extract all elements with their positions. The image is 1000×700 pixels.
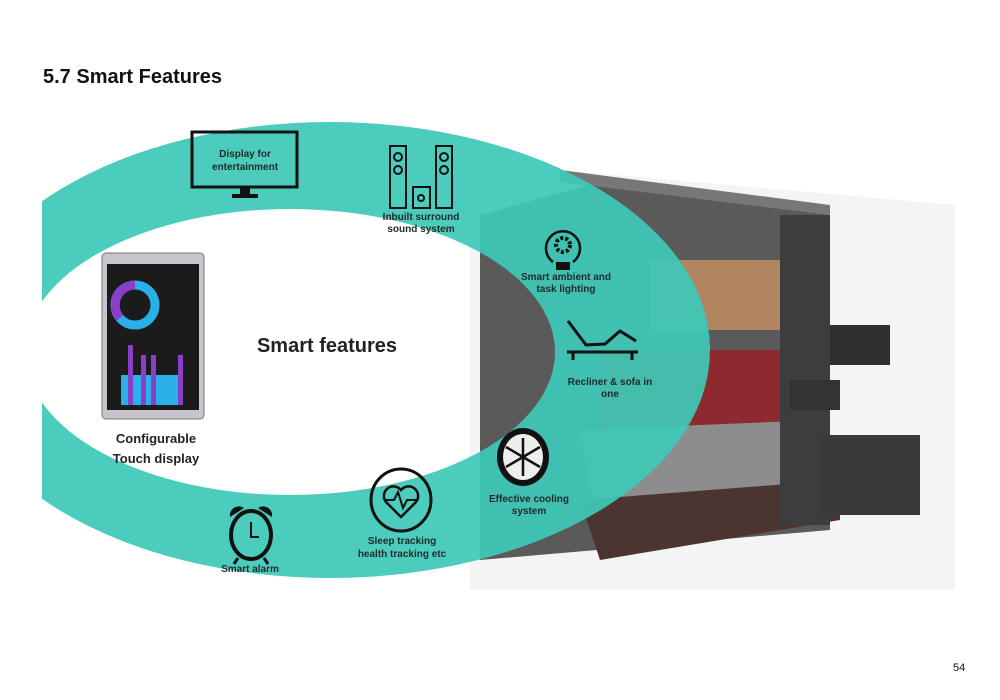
monitor-icon bbox=[190, 130, 299, 198]
feature-label: Effective cooling bbox=[489, 494, 569, 505]
feature-label: Display for bbox=[219, 149, 271, 160]
feature-label: Inbuilt surround bbox=[383, 212, 460, 223]
speakers-icon bbox=[389, 145, 453, 209]
touch-display-label-1: Configurable bbox=[116, 431, 196, 446]
feature-label: Recliner & sofa in bbox=[568, 377, 652, 388]
heart-pulse-icon bbox=[369, 467, 433, 533]
touch-display-label-2: Touch display bbox=[113, 451, 200, 466]
fan-snowflake-icon bbox=[497, 428, 549, 486]
feature-label: entertainment bbox=[212, 162, 279, 173]
feature-label: Smart alarm bbox=[221, 564, 279, 575]
page-number: 54 bbox=[953, 662, 966, 674]
feature-label: sound system bbox=[387, 224, 454, 235]
feature-label: task lighting bbox=[537, 284, 596, 295]
alarm-clock-icon bbox=[229, 506, 273, 565]
tablet-icon bbox=[101, 252, 205, 420]
feature-label: health tracking etc bbox=[358, 549, 447, 560]
feature-label: Sleep tracking bbox=[368, 536, 436, 547]
center-label: Smart features bbox=[257, 335, 397, 357]
recliner-icon bbox=[566, 320, 638, 360]
feature-label: Smart ambient and bbox=[521, 272, 611, 283]
feature-label: system bbox=[512, 506, 547, 517]
feature-label: one bbox=[601, 389, 619, 400]
page-title: 5.7 Smart Features bbox=[43, 66, 222, 88]
bulb-gear-icon bbox=[544, 230, 582, 270]
